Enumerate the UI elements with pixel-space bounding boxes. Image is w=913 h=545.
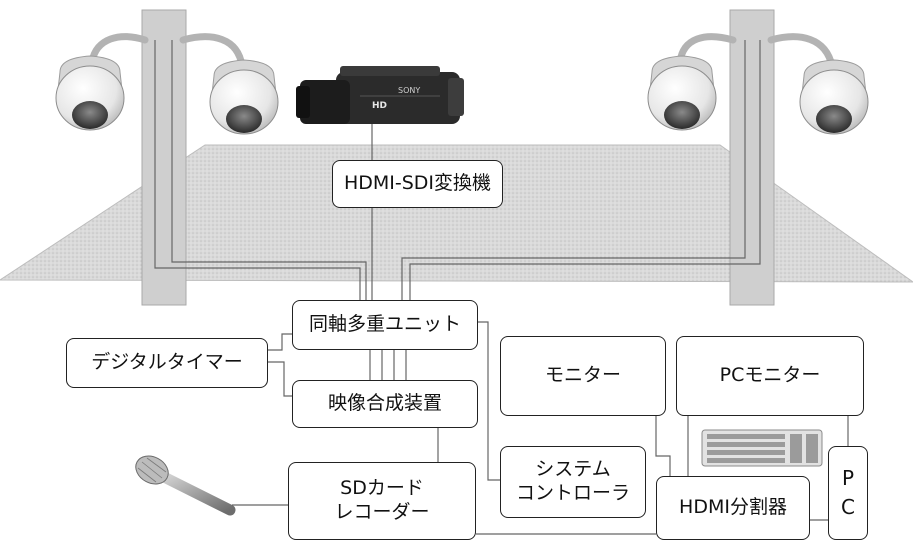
hdmi-splitter-label: HDMI分割器: [679, 496, 787, 519]
dome-camera-left-2: [209, 59, 279, 135]
monitor-label: モニター: [544, 364, 621, 387]
timer-box: デジタルタイマー: [66, 338, 268, 388]
pc-monitor-box: PCモニター: [676, 336, 864, 416]
stage-floor: [0, 144, 913, 283]
camcorder-brand: SONY: [398, 86, 420, 95]
multiplexer-label: 同軸多重ユニット: [308, 313, 461, 336]
compositor-box: 映像合成装置: [292, 380, 478, 428]
hdmi-splitter-box: HDMI分割器: [656, 476, 810, 540]
compositor-label: 映像合成装置: [327, 392, 442, 415]
sd-recorder-box: SDカード レコーダー: [288, 462, 476, 540]
pc-monitor-label: PCモニター: [719, 364, 821, 387]
converter-label: HDMI-SDI変換機: [343, 172, 492, 195]
connection-lines: [154, 40, 849, 535]
pc-box: P C: [828, 446, 868, 540]
dome-camera-left-1: [55, 55, 125, 131]
left-pillar: [141, 9, 187, 306]
sd-recorder-label-2: レコーダー: [334, 501, 430, 523]
timer-label: デジタルタイマー: [91, 351, 243, 374]
system-controller-box: システム コントローラ: [500, 446, 646, 518]
microphone-icon: [135, 455, 236, 516]
system-controller-label-1: システム: [535, 458, 611, 481]
camcorder-badge: HD: [372, 101, 387, 111]
converter-box: HDMI-SDI変換機: [332, 160, 503, 208]
dome-camera-right-2: [799, 59, 869, 135]
multiplexer-box: 同軸多重ユニット: [292, 300, 478, 350]
pc-label-1: P: [841, 466, 855, 490]
keyboard-icon: [701, 429, 823, 467]
dome-camera-right-1: [647, 55, 717, 131]
monitor-box: モニター: [500, 336, 666, 416]
camcorder-icon: SONY HD: [296, 66, 464, 124]
pc-label-2: C: [841, 495, 855, 519]
right-pillar: [729, 9, 775, 306]
system-controller-label-2: コントローラ: [515, 482, 630, 504]
sd-recorder-label-1: SDカード: [340, 477, 424, 500]
